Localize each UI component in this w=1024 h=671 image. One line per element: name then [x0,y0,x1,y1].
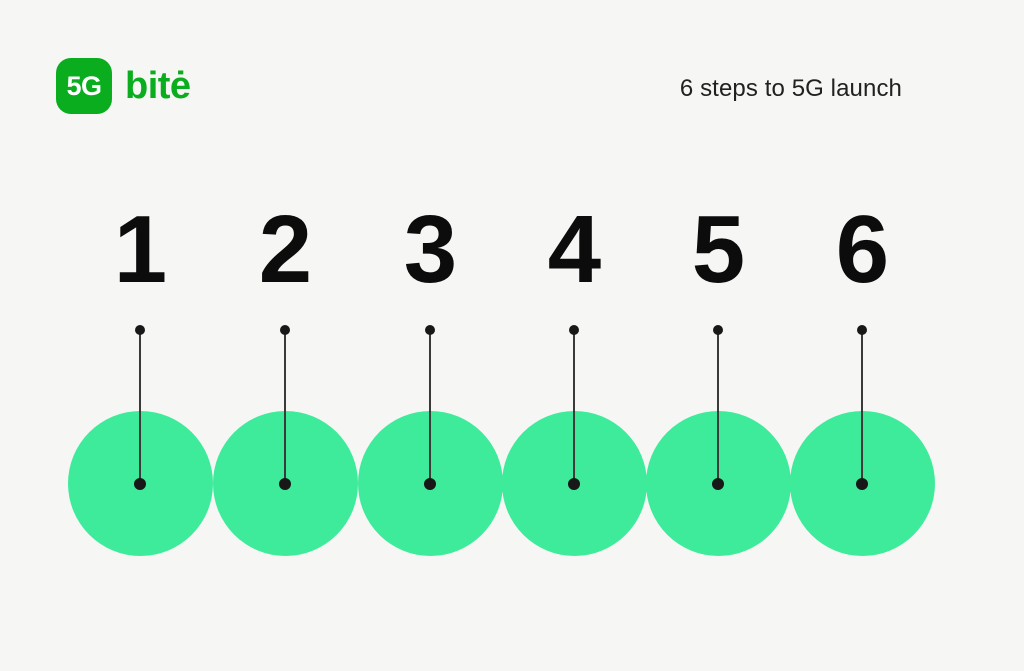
step-dot-center [134,478,146,490]
step-number-label: 5 [691,196,745,303]
brand-badge-5g: 5G [56,58,112,114]
step-connector-line [429,331,431,486]
step-marker-6[interactable]: 6 [782,0,942,671]
step-dot-center [279,478,291,490]
step-dot-center [424,478,436,490]
step-number-label: 1 [113,196,167,303]
step-marker-3[interactable]: 3 [350,0,510,671]
step-number-label: 6 [835,196,889,303]
step-dot-top [135,325,145,335]
page-header: 5G bitė 6 steps to 5G launch [0,0,1024,150]
step-dot-top [569,325,579,335]
step-number-label: 4 [547,196,601,303]
brand-badge-label: 5G [66,70,102,101]
step-connector-line [573,331,575,486]
step-marker-5[interactable]: 5 [638,0,798,671]
page-title: 6 steps to 5G launch [679,75,902,102]
step-dot-top [857,325,867,335]
step-dot-center [568,478,580,490]
step-connector-line [861,331,863,486]
step-number-label: 2 [258,196,312,303]
step-dot-top [280,325,290,335]
step-dot-center [856,478,868,490]
brand-logo[interactable]: 5G bitė [56,58,191,114]
step-marker-2[interactable]: 2 [205,0,365,671]
step-dot-top [713,325,723,335]
step-marker-1[interactable]: 1 [60,0,220,671]
step-marker-4[interactable]: 4 [494,0,654,671]
step-dot-center [712,478,724,490]
step-connector-line [139,331,141,486]
step-connector-line [284,331,286,486]
step-number-label: 3 [403,196,457,303]
brand-wordmark-bite: bitė [125,65,191,107]
step-dot-top [425,325,435,335]
step-connector-line [717,331,719,486]
